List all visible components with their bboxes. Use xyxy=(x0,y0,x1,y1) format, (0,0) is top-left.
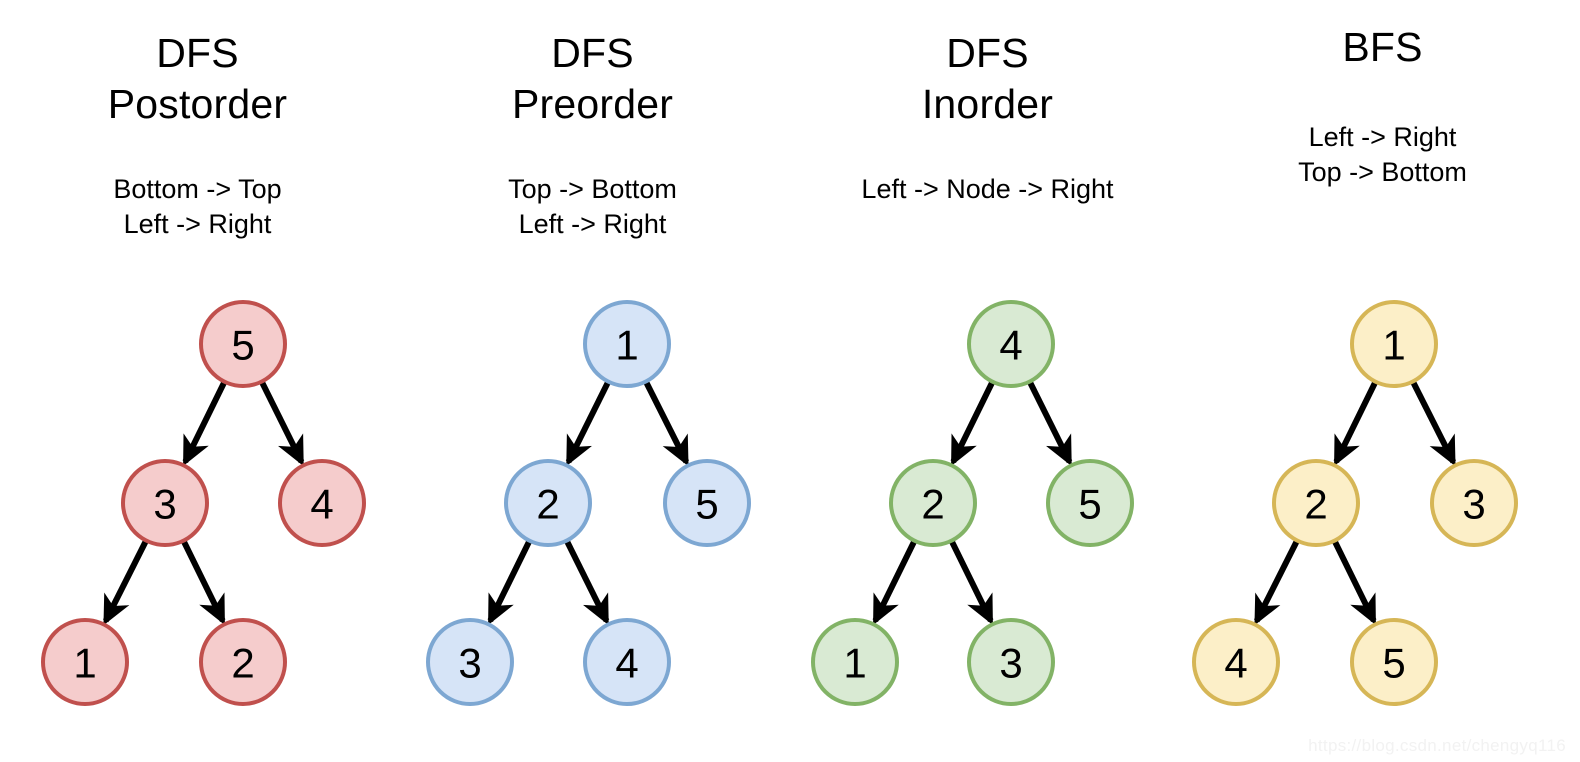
tree-node[interactable]: 3 xyxy=(426,618,514,706)
tree-node-label: 5 xyxy=(695,481,718,528)
tree-node-label: 1 xyxy=(1382,322,1405,369)
watermark: https://blog.csdn.net/chengyq116 xyxy=(1308,736,1566,755)
tree-edge xyxy=(947,537,994,626)
tree-graphic-dfs-preorder: 1 2 5 3 4 xyxy=(426,300,751,706)
tree-node-label: 1 xyxy=(843,640,866,687)
tree-node[interactable]: 4 xyxy=(278,459,366,547)
tree-node-circle xyxy=(889,459,977,547)
tree-edge xyxy=(102,537,150,626)
tree-node-circle xyxy=(583,300,671,388)
tree-edge xyxy=(1026,378,1073,467)
tree-node[interactable]: 1 xyxy=(41,618,129,706)
tree-node-label: 4 xyxy=(615,640,638,687)
tree-graphic-dfs-inorder: 4 2 5 1 3 xyxy=(811,300,1134,706)
tree-edge xyxy=(950,378,997,467)
tree-edge xyxy=(1409,378,1457,467)
tree-node-circle xyxy=(1430,459,1518,547)
tree-node-circle xyxy=(278,459,366,547)
tree-edge xyxy=(487,537,534,626)
tree-node[interactable]: 4 xyxy=(1192,618,1280,706)
tree-edge xyxy=(642,378,690,467)
tree-node-circle xyxy=(199,300,287,388)
tree-node-label: 5 xyxy=(231,322,254,369)
tree-node[interactable]: 1 xyxy=(583,300,671,388)
tree-edge xyxy=(1333,378,1380,467)
tree-node-circle xyxy=(426,618,514,706)
tree-node[interactable]: 1 xyxy=(811,618,899,706)
tree-edge xyxy=(563,537,610,626)
tree-node-circle xyxy=(199,618,287,706)
tree-edge xyxy=(1330,537,1377,626)
tree-node-label: 3 xyxy=(1462,481,1485,528)
tree-node[interactable]: 2 xyxy=(199,618,287,706)
tree-node-label: 1 xyxy=(73,640,96,687)
tree-node-circle xyxy=(583,618,671,706)
tree-node[interactable]: 3 xyxy=(1430,459,1518,547)
tree-node-label: 5 xyxy=(1078,481,1101,528)
tree-node-label: 3 xyxy=(999,640,1022,687)
tree-node[interactable]: 3 xyxy=(121,459,209,547)
tree-node[interactable]: 2 xyxy=(504,459,592,547)
tree-edge xyxy=(872,537,919,626)
tree-node-label: 4 xyxy=(999,322,1022,369)
tree-node[interactable]: 4 xyxy=(967,300,1055,388)
tree-node-label: 4 xyxy=(310,481,333,528)
tree-edge xyxy=(565,378,612,467)
tree-node-circle xyxy=(967,300,1055,388)
tree-node[interactable]: 5 xyxy=(1046,459,1134,547)
tree-node-circle xyxy=(41,618,129,706)
tree-node-circle xyxy=(967,618,1055,706)
tree-node-circle xyxy=(1272,459,1360,547)
tree-node[interactable]: 5 xyxy=(663,459,751,547)
tree-node-label: 2 xyxy=(921,481,944,528)
tree-graphic-dfs-postorder: 5 3 4 1 2 xyxy=(41,300,366,706)
tree-edge xyxy=(258,378,305,467)
tree-node-label: 4 xyxy=(1224,640,1247,687)
tree-node-circle xyxy=(1046,459,1134,547)
tree-node-circle xyxy=(1350,300,1438,388)
tree-node-circle xyxy=(663,459,751,547)
tree-node-label: 3 xyxy=(458,640,481,687)
tree-node[interactable]: 4 xyxy=(583,618,671,706)
tree-node-circle xyxy=(504,459,592,547)
tree-node-label: 2 xyxy=(1304,481,1327,528)
tree-graphic-bfs: 1 2 3 4 5 xyxy=(1192,300,1518,706)
tree-node-circle xyxy=(1192,618,1280,706)
tree-node[interactable]: 2 xyxy=(889,459,977,547)
tree-node-label: 3 xyxy=(153,481,176,528)
tree-node-label: 2 xyxy=(536,481,559,528)
tree-node-label: 1 xyxy=(615,322,638,369)
tree-node[interactable]: 5 xyxy=(199,300,287,388)
tree-node-circle xyxy=(121,459,209,547)
tree-node[interactable]: 1 xyxy=(1350,300,1438,388)
tree-node-circle xyxy=(1350,618,1438,706)
tree-edge xyxy=(182,378,229,467)
tree-node-circle xyxy=(811,618,899,706)
tree-node-label: 2 xyxy=(231,640,254,687)
tree-node[interactable]: 3 xyxy=(967,618,1055,706)
tree-node[interactable]: 2 xyxy=(1272,459,1360,547)
tree-node-label: 5 xyxy=(1382,640,1405,687)
tree-node[interactable]: 5 xyxy=(1350,618,1438,706)
tree-edge xyxy=(179,537,226,626)
tree-edge xyxy=(1253,537,1301,626)
